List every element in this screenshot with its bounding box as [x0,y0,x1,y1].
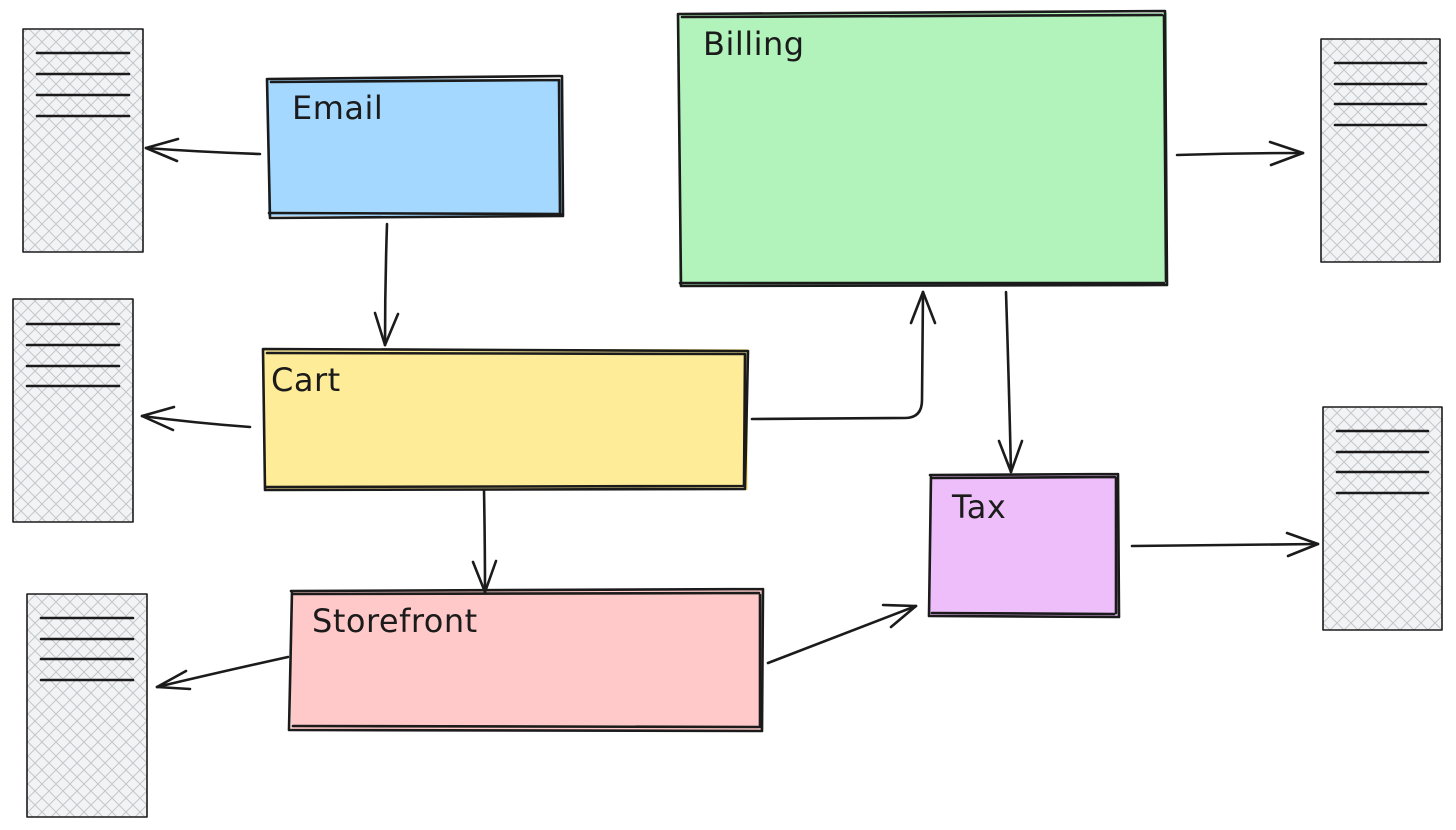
arrow-cart-to-document [140,405,252,432]
email-box-fill [268,79,562,216]
tax-box-label: Tax [951,488,1006,526]
document-icon-tax [1322,406,1443,631]
arrow-email-to-cart [373,222,400,347]
billing-box[interactable]: Billing [676,9,1169,288]
cart-box-label: Cart [271,361,341,399]
document-icon-email [22,28,144,253]
arrow-tax-to-document [1130,531,1320,558]
document-icon-billing [1320,38,1441,263]
storefront-box[interactable]: Storefront [287,587,765,733]
storefront-box-fill [291,590,763,730]
email-box-label: Email [292,89,383,127]
billing-box-fill [679,13,1167,285]
arrow-storefront-to-tax [766,603,918,665]
billing-box-label: Billing [703,25,805,63]
document-icon-storefront [26,593,148,818]
arrow-billing-to-document [1175,140,1305,167]
arrow-billing-to-tax [997,290,1024,474]
tax-box[interactable]: Tax [927,472,1121,619]
cart-box-fill [264,349,748,490]
arrow-cart-to-billing [750,290,937,421]
cart-box[interactable]: Cart [261,347,750,492]
tax-box-fill [930,475,1118,617]
arrow-email-to-document [144,137,262,163]
document-icon-cart [12,298,134,523]
storefront-box-label: Storefront [312,602,478,640]
email-box[interactable]: Email [265,74,565,220]
arrow-storefront-to-document [155,655,290,691]
arrow-cart-to-storefront [471,488,498,594]
